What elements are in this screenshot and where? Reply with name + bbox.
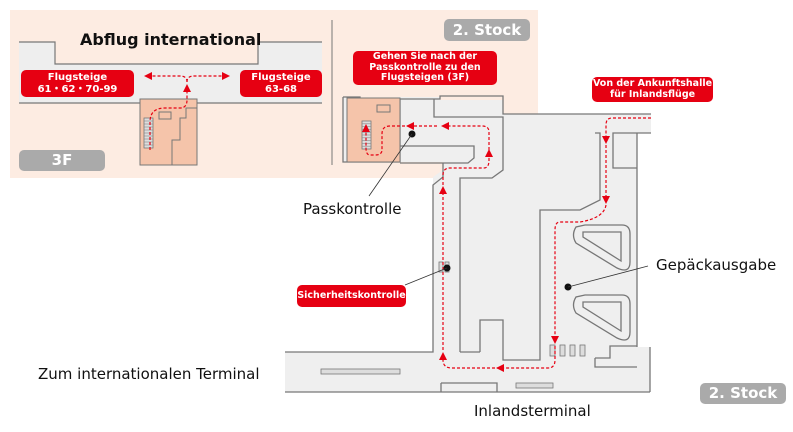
floor-badge-3f: 3F (19, 150, 105, 171)
gates-right-line1: Flugsteige (251, 72, 311, 83)
gates-left-line1: Flugsteige (47, 72, 108, 83)
after-passport-line1: Gehen Sie nach der (372, 50, 478, 62)
floor-badge-2-top: 2. Stock (444, 19, 530, 41)
domestic-terminal-label: Inlandsterminal (474, 402, 591, 420)
passport-control-label: Passkontrolle (303, 200, 402, 218)
baggage-carousel (572, 224, 631, 341)
3f-inner-wall (171, 107, 197, 165)
passport-control-marker (368, 130, 416, 197)
after-passport-callout: Gehen Sie nach der Passkontrolle zu den … (353, 51, 497, 85)
2f-stair-room (346, 97, 401, 163)
gates-right-callout: Flugsteige 63-68 (240, 70, 322, 97)
escalator-left (320, 368, 401, 375)
3f-kiosk (158, 111, 172, 120)
3f-escalator-icon (143, 117, 154, 149)
2f-kiosk (376, 104, 391, 113)
gates-left-callout: Flugsteige 61・62・70-99 (21, 70, 134, 97)
from-arrival-line1: Von der Ankunftshalle (592, 77, 713, 89)
floor-badge-2-bottom: 2. Stock (700, 383, 786, 404)
3f-route (149, 84, 191, 150)
exit-gates (549, 344, 586, 357)
security-callout: Sicherheitskontrolle (297, 285, 406, 307)
baggage-marker (564, 265, 649, 291)
gates-left-line2: 61・62・70-99 (37, 83, 118, 95)
route-path (362, 117, 651, 372)
3f-area-title: Abflug international (80, 30, 262, 49)
from-arrival-line2: für Inlandsflüge (609, 88, 696, 100)
escalator-bottom (515, 382, 554, 389)
3f-corridor-top-wall (19, 41, 322, 65)
baggage-claim-label: Gepäckausgabe (656, 256, 777, 274)
to-international-label: Zum internationalen Terminal (38, 365, 260, 383)
from-arrival-callout: Von der Ankunftshalle für Inlandsflüge (592, 77, 713, 102)
3f-route-split-right (186, 72, 230, 83)
after-passport-line3: Flugsteigen (3F) (380, 72, 470, 84)
2f-building (285, 97, 651, 392)
gates-right-line2: 63-68 (265, 83, 297, 95)
after-passport-line2: Passkontrolle zu den (369, 61, 481, 73)
security-marker (404, 264, 451, 286)
